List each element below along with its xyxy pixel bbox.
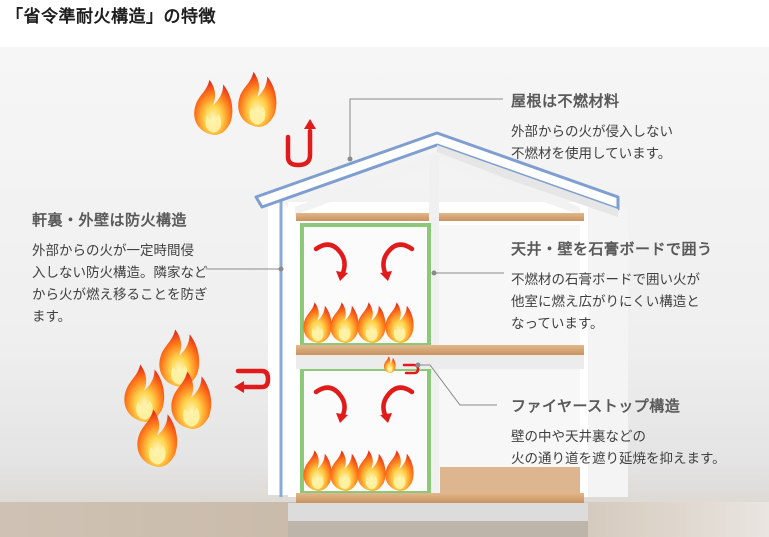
callout-title: 軒裏・外壁は防火構造: [32, 211, 188, 229]
callout-title: ファイヤーストップ構造: [511, 397, 681, 415]
callout-body: 外部からの火が侵入しない 不燃材を使用しています。: [511, 124, 673, 162]
u-turn-arrow-icon: [381, 385, 415, 420]
callout-body: 壁の中や天井裏などの 火の通り道を遮り延焼を抑えます。: [511, 429, 726, 467]
flame-icon: [238, 71, 277, 127]
u-turn-arrow-icon: [235, 368, 271, 390]
illustration: [0, 47, 769, 537]
u-turn-arrow-icon: [313, 242, 347, 278]
u-turn-arrow-icon: [402, 363, 420, 375]
callout-body: 外部からの火が一定時間侵 入しない防火構造。隣家など から火が燃え移ることを防ぎ…: [32, 243, 208, 325]
u-turn-arrow-icon: [285, 128, 313, 168]
u-turn-arrow-icon: [381, 242, 415, 278]
flame-icon: [159, 329, 200, 387]
flame-icon: [124, 364, 165, 422]
house-illustration: [0, 71, 769, 537]
flame-icon: [194, 79, 233, 135]
callout-title: 天井・壁を石膏ボードで囲う: [511, 240, 713, 258]
callout-firestop: ファイヤーストップ構造 壁の中や天井裏などの 火の通り道を遮り延焼を抑えます。: [511, 395, 726, 470]
callout-title: 屋根は不燃材料: [511, 92, 620, 110]
callout-eaves-exterior-wall: 軒裏・外壁は防火構造 外部からの火が一定時間侵 入しない防火構造。隣家など から…: [32, 209, 208, 328]
callout-ceiling-wall: 天井・壁を石膏ボードで囲う 不燃材の石膏ボードで囲い火が 他室に燃え広がりにくい…: [511, 238, 713, 335]
callout-roof: 屋根は不燃材料 外部からの火が侵入しない 不燃材を使用しています。: [511, 90, 673, 165]
callout-body: 不燃材の石膏ボードで囲い火が 他室に燃え広がりにくい構造と なっています。: [511, 272, 700, 332]
page-title: 「省令準耐火構造」の特徴: [6, 7, 216, 27]
u-turn-arrow-icon: [313, 385, 347, 420]
